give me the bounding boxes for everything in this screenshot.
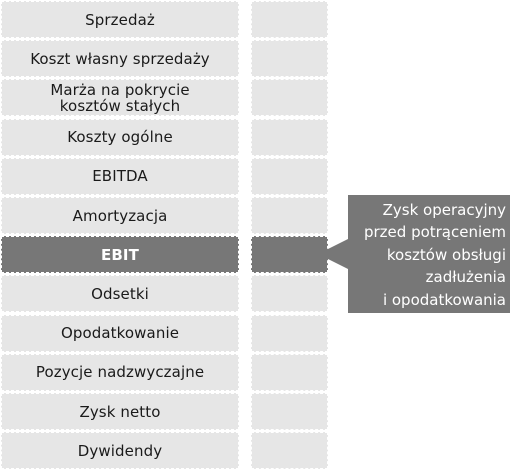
- row-label: Marża na pokrycie kosztów stałych: [1, 79, 239, 117]
- statement-row: EBITDA: [0, 157, 512, 197]
- row-value-cell: [251, 197, 328, 234]
- statement-row: Marża na pokrycie kosztów stałych: [0, 79, 512, 118]
- callout-line: zadłużenia: [425, 268, 506, 287]
- statement-row: EBIT: [0, 236, 512, 275]
- statement-row: Zysk netto: [0, 393, 512, 432]
- row-label: Pozycje nadzwyczajne: [1, 353, 239, 391]
- statement-row: Pozycje nadzwyczajne: [0, 353, 512, 393]
- row-value-cell: [251, 40, 328, 78]
- row-value-cell: [251, 1, 328, 38]
- callout-shape: [318, 195, 510, 313]
- row-label: Zysk netto: [1, 393, 239, 430]
- statement-row: Odsetki: [0, 275, 512, 314]
- callout-line: Zysk operacyjny: [382, 201, 506, 219]
- row-value-cell: [251, 236, 328, 274]
- row-label: Koszt własny sprzedaży: [1, 40, 239, 78]
- row-value-cell: [251, 79, 328, 117]
- row-value-cell: [251, 118, 328, 156]
- row-label: Koszty ogólne: [1, 118, 239, 156]
- statement-row: Amortyzacja: [0, 197, 512, 236]
- row-value-cell: [251, 314, 328, 352]
- statement-row: Dywidendy: [0, 432, 512, 471]
- callout-line: kosztów obsługi: [386, 245, 506, 264]
- row-value-cell: [251, 353, 328, 391]
- statement-row: Sprzedaż: [0, 1, 512, 40]
- statement-row: Koszty ogólne: [0, 118, 512, 158]
- row-label: Dywidendy: [1, 432, 239, 470]
- callout-text: Zysk operacyjny przed potrąceniem kosztów …: [338, 199, 506, 311]
- callout-line: i opodatkowania: [382, 290, 506, 309]
- row-label: Sprzedaż: [1, 1, 239, 38]
- row-label: Amortyzacja: [1, 197, 239, 234]
- row-label: EBIT: [1, 236, 239, 274]
- statement-row: Koszt własny sprzedaży: [0, 40, 512, 79]
- row-label: Opodatkowanie: [1, 314, 239, 352]
- callout-line: przed potrąceniem: [363, 223, 506, 242]
- statement-row: Opodatkowanie: [0, 314, 512, 354]
- ebit-callout: Zysk operacyjny przed potrąceniem kosztów …: [318, 195, 510, 313]
- row-label: EBITDA: [1, 157, 239, 195]
- row-label: Odsetki: [1, 275, 239, 313]
- row-value-cell: [251, 275, 328, 313]
- row-value-cell: [251, 432, 328, 470]
- row-value-cell: [251, 157, 328, 195]
- row-value-cell: [251, 393, 328, 430]
